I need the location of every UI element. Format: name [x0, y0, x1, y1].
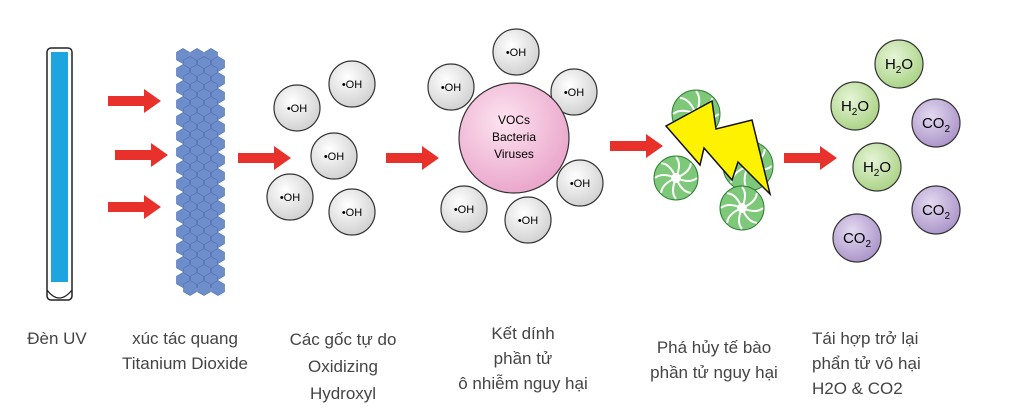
hydroxyl-radical: •OH [266, 173, 314, 221]
hydroxyl-radical: •OH [556, 159, 604, 207]
arrows-group [108, 89, 837, 219]
label-catalyst-line-2: Titanium Dioxide [122, 354, 248, 373]
hydroxyl-radical: •OH [310, 132, 358, 180]
h2o-molecule: H2O [852, 142, 902, 192]
label-radicals-line-1: Các gốc tự do [289, 330, 397, 349]
h2o-molecule: H2O [874, 39, 924, 89]
hydroxyl-radical: •OH [504, 196, 552, 244]
h2o-molecule: H2O [830, 81, 880, 131]
hydroxyl-radical: •OH [492, 28, 540, 76]
hydroxyl-label: •OH [324, 151, 344, 163]
hydroxyl-radical: •OH [328, 188, 376, 236]
hydroxyl-label: •OH [570, 178, 590, 190]
co2-molecule: CO2 [911, 98, 961, 148]
molecule-label: CO2 [843, 230, 872, 250]
hydroxyl-label: •OH [287, 103, 307, 115]
label-radicals-line-3: Hydroxyl [309, 384, 377, 403]
cell-destruction-group [653, 89, 774, 231]
process-arrow-7 [784, 146, 837, 170]
label-radicals-line-2: Oxidizing [308, 357, 378, 376]
titanium-dioxide-catalyst [176, 48, 225, 296]
label-radicals: Các gốc tự do Oxidizing Hydroxyl [268, 326, 418, 407]
label-destroy-line-2: phần tử nguy hại [650, 363, 778, 382]
label-recombine-line-3: H2O & CO2 [812, 379, 903, 398]
label-catalyst-line-1: xúc tác quang [132, 329, 238, 348]
co2-molecule: CO2 [911, 185, 961, 235]
label-recombine-line-2: phẩn tử vô hại [812, 354, 921, 373]
process-arrow-2 [115, 143, 168, 167]
hydroxyl-label: •OH [342, 79, 362, 91]
hydroxyl-label: •OH [518, 215, 538, 227]
catalyst-cell [183, 280, 197, 296]
molecule-label: CO2 [922, 202, 951, 222]
hydroxyl-radical: •OH [440, 185, 488, 233]
label-destroy: Phá hủy tế bào phần tử nguy hại [634, 335, 794, 385]
label-uv: Đèn UV [12, 326, 102, 351]
pollutant-label-2: Bacteria [492, 130, 536, 144]
destroyed-cell [719, 185, 765, 231]
label-catalyst: xúc tác quang Titanium Dioxide [100, 326, 270, 376]
process-arrow-6 [610, 134, 663, 158]
process-arrow-1 [108, 89, 161, 113]
hydroxyl-radical: •OH [328, 60, 376, 108]
pollutant-label-3: Viruses [494, 147, 534, 161]
hydroxyl-radical: •OH [427, 63, 475, 111]
process-arrow-5 [386, 146, 439, 170]
molecule-label: H2O [885, 56, 913, 76]
label-bonding-line-1: Kết dính [491, 324, 555, 343]
hydroxyl-label: •OH [280, 192, 300, 204]
destroyed-cell [653, 155, 699, 201]
label-bonding-line-3: ô nhiễm nguy hại [458, 374, 588, 393]
label-uv-line-1: Đèn UV [27, 329, 87, 348]
hydroxyl-label: •OH [506, 47, 526, 59]
molecule-label: H2O [841, 98, 869, 118]
hydroxyl-label: •OH [342, 207, 362, 219]
label-recombine-line-1: Tái hợp trở lại [812, 329, 919, 348]
hydroxyl-label: •OH [564, 87, 584, 99]
label-bonding: Kết dính phần tử ô nhiễm nguy hại [428, 321, 618, 396]
label-recombine: Tái hợp trở lại phẩn tử vô hại H2O & CO2 [812, 326, 972, 401]
lightning-icon [664, 99, 772, 197]
hydroxyl-label: •OH [454, 204, 474, 216]
hydroxyl-radical: •OH [550, 68, 598, 116]
hydroxyl-label: •OH [441, 82, 461, 94]
hydroxyl-radicals-group: •OH •OH •OH •OH •OH [266, 60, 376, 236]
process-arrow-3 [108, 195, 161, 219]
label-destroy-line-1: Phá hủy tế bào [656, 338, 772, 357]
label-bonding-line-2: phần tử [493, 349, 553, 368]
uv-lamp [46, 47, 73, 301]
catalyst-cell [197, 280, 211, 296]
process-arrow-4 [238, 146, 291, 170]
hydroxyl-radical: •OH [273, 84, 321, 132]
catalyst-cell [211, 280, 225, 296]
co2-molecule: CO2 [832, 213, 882, 263]
molecule-label: CO2 [922, 115, 951, 135]
molecule-label: H2O [863, 159, 891, 179]
pollutant-label-1: VOCs [498, 113, 530, 127]
